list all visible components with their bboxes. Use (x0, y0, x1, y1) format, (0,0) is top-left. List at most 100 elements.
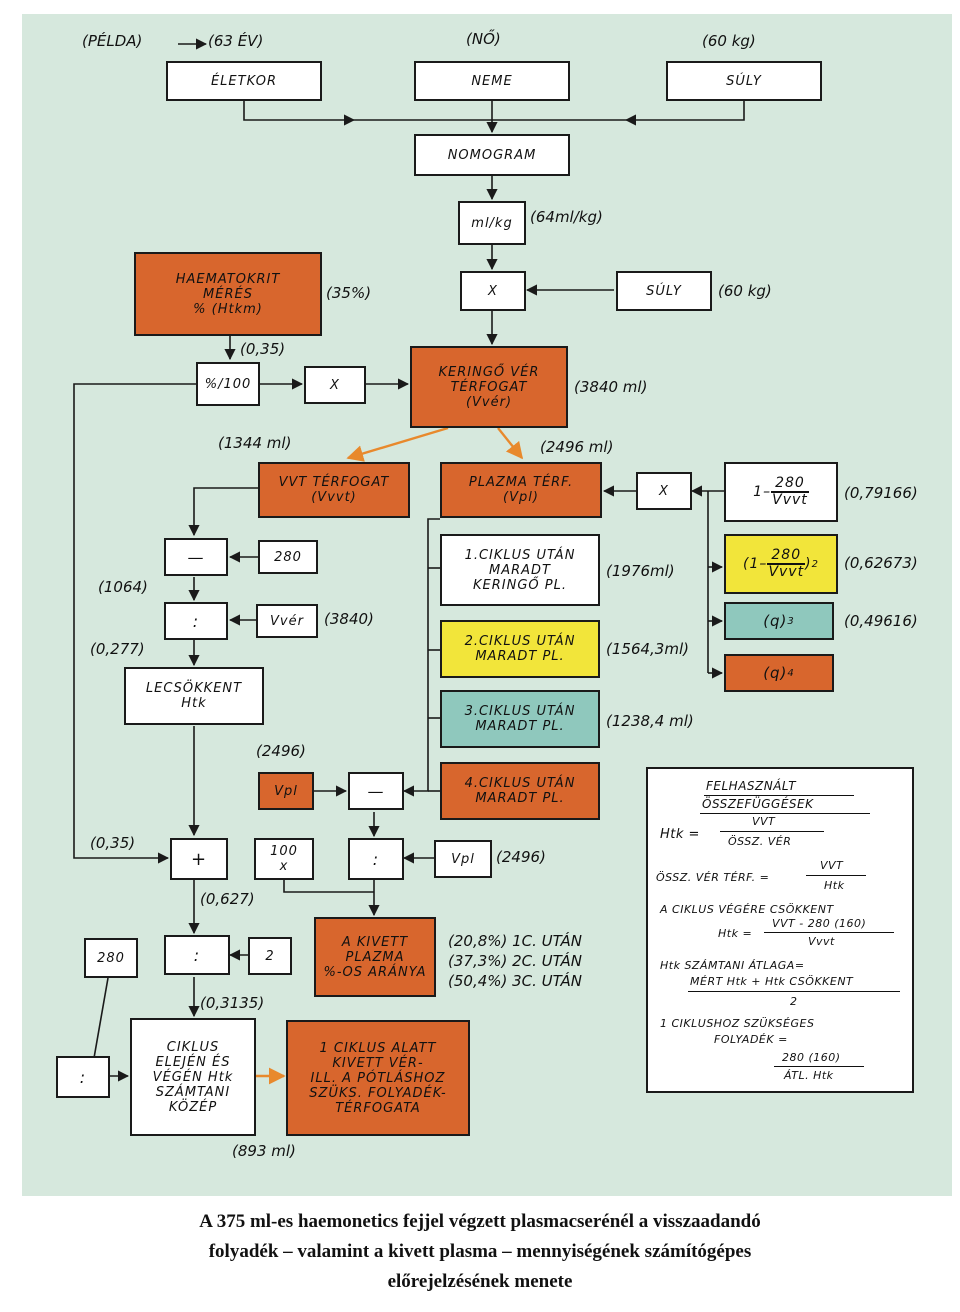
formula-atlag-den: 2 (790, 995, 798, 1008)
pct-3c: (50,4%) 3C. UTÁN (448, 972, 582, 990)
q4-base: (q) (763, 663, 788, 682)
ciklus-2-box: 2.CIKLUS UTÁN MARADT PL. (440, 620, 600, 678)
const-2-box: 2 (248, 937, 292, 975)
vver-value: (3840) (324, 610, 374, 628)
formula-title-1: FELHASZNÁLT (706, 779, 797, 793)
vver-box: Vvér (256, 604, 318, 638)
vpl-2-value: (2496) (496, 848, 546, 866)
formula-cikl-title: A CIKLUS VÉGÉRE CSÖKKENT (660, 903, 834, 916)
plus-box: + (170, 838, 228, 880)
f1-den: Vvvt (772, 492, 808, 508)
f2-exp: 2 (811, 558, 819, 570)
const-280-box-a: 280 (258, 540, 318, 574)
haematokrit-box: HAEMATOKRIT MÉRÉS % (Htkm) (134, 252, 322, 336)
q3-value: (0,49616) (844, 612, 918, 630)
f2-close: ) (805, 555, 812, 572)
ciklus-1-value: (1976ml) (606, 562, 675, 580)
multiply-box-3: X (636, 472, 692, 510)
multiply-box-1: X (460, 271, 526, 311)
divide-box-4: : (56, 1056, 110, 1098)
minus-box-1: — (164, 538, 228, 576)
eletkor-box: ÉLETKOR (166, 61, 322, 101)
ciklus-3-value: (1238,4 ml) (606, 712, 694, 730)
caption-line-2: folyadék – valamint a kivett plasma – me… (208, 1241, 752, 1262)
nomogram-box: NOMOGRAM (414, 134, 570, 176)
ciklus-2-value: (1564,3ml) (606, 640, 689, 658)
const-280-box-b: 280 (84, 938, 138, 978)
lecsokkent-htk-box: LECSÖKKENT Htk (124, 667, 264, 725)
value-893: (893 ml) (232, 1142, 296, 1160)
ciklus-alatt-box: 1 CIKLUS ALATT KIVETT VÉR- ILL. A PÓTLÁS… (286, 1020, 470, 1136)
plazma-value: (2496 ml) (540, 438, 614, 456)
suly-box: SÚLY (666, 61, 822, 101)
q3-base: (q) (763, 611, 788, 630)
q3-exp: 3 (787, 615, 795, 627)
formula-ossz-eq: ÖSSZ. VÉR TÉRF. = (656, 871, 770, 884)
suly-value: (60 kg) (718, 282, 772, 300)
formula-foly-num: 280 (160) (782, 1051, 841, 1064)
ciklus-1-box: 1.CIKLUS UTÁN MARADT KERINGŐ PL. (440, 534, 600, 606)
suly-box-2: SÚLY (616, 271, 712, 311)
f1-num: 280 (771, 476, 809, 493)
example-sex: (NŐ) (466, 30, 501, 48)
formula-foly-den: ÁTL. Htk (784, 1069, 834, 1082)
ciklus-4-box: 4.CIKLUS UTÁN MARADT PL. (440, 762, 600, 820)
neme-box: NEME (414, 61, 570, 101)
q-fourth-box: (q)4 (724, 654, 834, 692)
caption-line-1: A 375 ml-es haemonetics fejjel végzett p… (199, 1211, 761, 1232)
formula-cikl-den: Vvvt (808, 935, 835, 948)
value-0627: (0,627) (200, 890, 255, 908)
q4-exp: 4 (787, 667, 795, 679)
haematokrit-value: (35%) (326, 284, 372, 302)
f2-den: Vvvt (768, 564, 805, 580)
divide-box-2: : (348, 838, 404, 880)
f2-value: (0,62673) (844, 554, 918, 572)
value-1064: (1064) (98, 578, 148, 596)
formula-foly-title-1: 1 CIKLUSHOZ SZÜKSÉGES (660, 1017, 815, 1030)
divide-box-1: : (164, 602, 228, 640)
keringo-ver-box: KERINGŐ VÉR TÉRFOGAT (Vvér) (410, 346, 568, 428)
f1-prefix: 1– (753, 483, 772, 500)
vvt-value: (1344 ml) (218, 434, 292, 452)
pct-1c: (20,8%) 1C. UTÁN (448, 932, 582, 950)
value-035-b: (0,35) (90, 834, 136, 852)
formula-foly-title-2: FOLYADÉK = (714, 1033, 788, 1046)
pct-2c: (37,3%) 2C. UTÁN (448, 952, 582, 970)
plazma-terf-box: PLAZMA TÉRF. (Vpl) (440, 462, 602, 518)
minus-box-2: — (348, 772, 404, 810)
vvt-terfogat-box: VVT TÉRFOGAT (Vvvt) (258, 462, 410, 518)
ciklus-kozep-box: CIKLUS ELEJÉN ÉS VÉGÉN Htk SZÁMTANI KÖZÉ… (130, 1018, 256, 1136)
ml-per-kg-value: (64ml/kg) (530, 208, 603, 226)
formula-atlag-num: MÉRT Htk + Htk CSÖKKENT (690, 975, 854, 988)
ciklus-3-box: 3.CIKLUS UTÁN MARADT PL. (440, 690, 600, 748)
formula-cikl-eq: Htk = (718, 927, 753, 940)
formula-atlag-title: Htk SZÁMTANI ÁTLAGA= (660, 959, 805, 972)
const-100x-box: 100 x (254, 838, 314, 880)
caption-line-3: előrejelzésének menete (387, 1271, 573, 1292)
f2-num: 280 (767, 548, 806, 565)
formula-htk-eq: Htk = (660, 827, 700, 842)
formula-panel: FELHASZNÁLT ÖSSZEFÜGGÉSEK Htk = VVT ÖSSZ… (646, 767, 914, 1093)
vpl-small-box: Vpl (258, 772, 314, 810)
divide-box-3: : (164, 935, 230, 975)
percent-div-100-box: %/100 (196, 362, 260, 406)
ml-per-kg-box: ml/kg (458, 201, 526, 245)
formula-title-2: ÖSSZEFÜGGÉSEK (702, 797, 814, 811)
value-0277: (0,277) (90, 640, 145, 658)
formula-ossz-den: Htk (824, 879, 845, 892)
example-weight: (60 kg) (702, 32, 756, 50)
value-03135: (0,3135) (200, 994, 265, 1012)
vpl-small-value: (2496) (256, 742, 306, 760)
multiply-box-2: X (304, 366, 366, 404)
example-age: (63 ÉV) (208, 32, 264, 50)
example-label: (PÉLDA) (82, 32, 143, 50)
q-cubed-box: (q)3 (724, 602, 834, 640)
formula-ossz-num: VVT (820, 859, 844, 872)
kivett-plazma-box: A KIVETT PLAZMA %-OS ARÁNYA (314, 917, 436, 997)
keringo-ver-value: (3840 ml) (574, 378, 648, 396)
